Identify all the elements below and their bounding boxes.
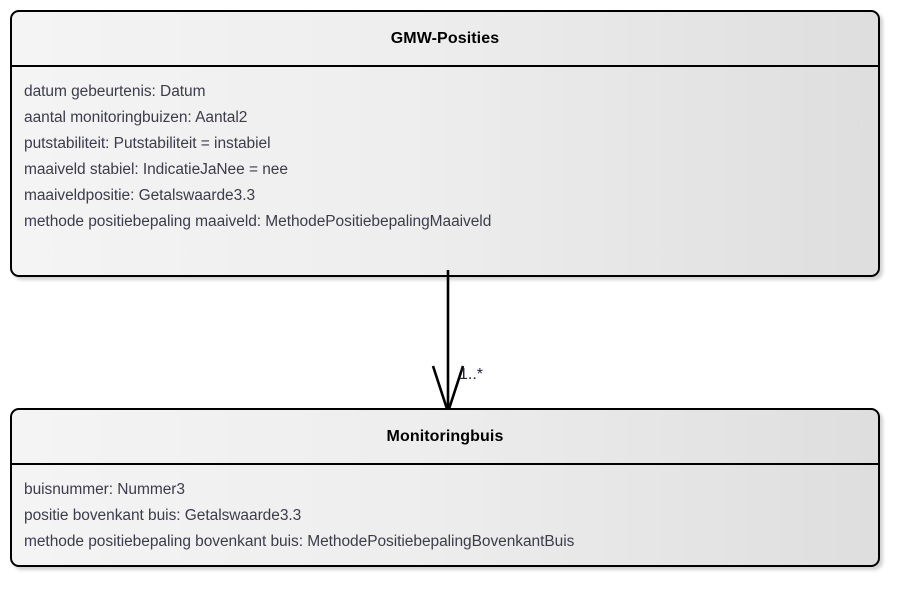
- multiplicity-label-target: 1..*: [459, 366, 484, 383]
- class-attribute: positie bovenkant buis: Getalswaarde3.3: [24, 507, 302, 524]
- class-header-gmw-posities: GMW-Posities: [12, 12, 878, 67]
- class-attribute: putstabiliteit: Putstabiliteit = instabi…: [24, 135, 271, 152]
- class-title-monitoringbuis: Monitoringbuis: [386, 427, 504, 445]
- class-attribute: maaiveldpositie: Getalswaarde3.3: [24, 187, 256, 204]
- class-attribute: methode positiebepaling bovenkant buis: …: [24, 533, 575, 550]
- class-attribute: datum gebeurtenis: Datum: [24, 83, 206, 100]
- class-header-monitoringbuis: Monitoringbuis: [12, 410, 878, 465]
- class-title-gmw-posities: GMW-Posities: [390, 29, 500, 47]
- class-attribute: methode positiebepaling maaiveld: Method…: [24, 213, 492, 230]
- uml-class-gmw-posities[interactable]: GMW-Posities datum gebeurtenis: Datum aa…: [10, 10, 880, 277]
- class-attributes-monitoringbuis: buisnummer: Nummer3 positie bovenkant bu…: [12, 465, 878, 565]
- class-attributes-gmw-posities: datum gebeurtenis: Datum aantal monitori…: [12, 67, 878, 245]
- association-connector-arrow: [431, 270, 465, 415]
- class-attribute: maaiveld stabiel: IndicatieJaNee = nee: [24, 161, 288, 178]
- class-attribute: buisnummer: Nummer3: [24, 481, 185, 498]
- uml-class-monitoringbuis[interactable]: Monitoringbuis buisnummer: Nummer3 posit…: [10, 408, 880, 567]
- class-attribute: aantal monitoringbuizen: Aantal2: [24, 109, 248, 126]
